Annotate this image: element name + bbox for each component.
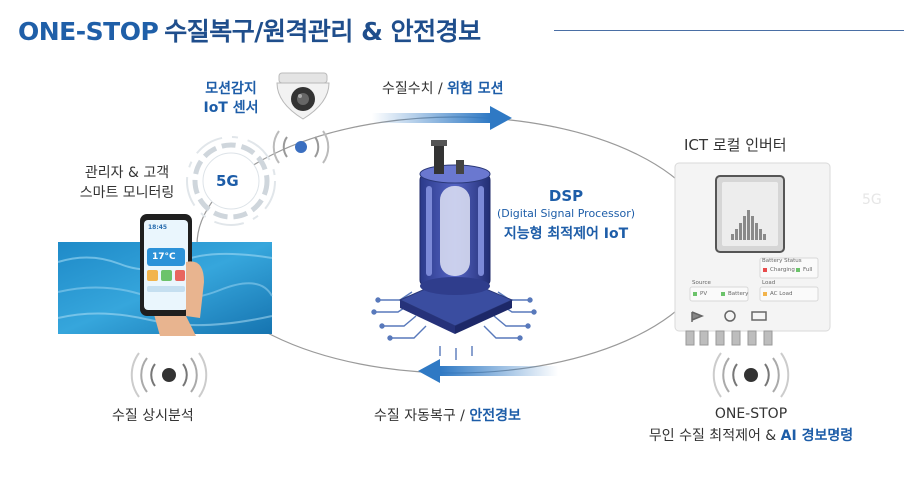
dsp-label-line3: 지능형 최적제어 IoT: [503, 226, 629, 242]
camera-label-line2: IoT 센서: [203, 100, 259, 116]
inverter-charging: Charging: [770, 267, 795, 273]
arrow-top-label-part1: 수질수치 /: [382, 81, 448, 97]
monitor-label-line1: 관리자 & 고객: [84, 165, 170, 181]
bottom-right-label: ONE-STOP 무인 수질 최적제어 & AI 경보명령: [626, 403, 876, 447]
inverter-load: Load: [762, 280, 776, 286]
camera-signal-icon: [272, 130, 330, 164]
dsp-label: DSP (Digital Signal Processor) 지능형 최적제어 …: [488, 187, 644, 243]
dsp-device-icon: [398, 140, 514, 334]
ghost-network-badge: 5G: [862, 192, 882, 208]
network-badge: 5G: [216, 172, 239, 190]
arrow-top: [372, 106, 512, 130]
monitor-label: 관리자 & 고객 스마트 모니터링: [64, 163, 190, 203]
smartphone-icon: [140, 214, 204, 336]
inverter-device: [674, 162, 831, 346]
arrow-bottom-label: 수질 자동복구 / 안전경보: [374, 405, 521, 425]
arrow-top-label: 수질수치 / 위험 모션: [382, 78, 504, 98]
bottom-right-line2-part2: AI 경보명령: [780, 428, 854, 444]
bottom-right-line1: ONE-STOP: [714, 406, 788, 422]
inverter-full: Full: [803, 267, 813, 273]
camera-label: 모션감지 IoT 센서: [196, 80, 266, 118]
phone-temp: 17°C: [152, 252, 176, 262]
inverter-ac-load: AC Load: [770, 291, 793, 297]
controller-signal-icon: [712, 352, 790, 398]
dsp-label-line1: DSP: [548, 187, 584, 205]
inverter-pv: PV: [700, 291, 708, 297]
inverter-source: Source: [692, 280, 711, 286]
title-text: 수질복구/원격관리 & 안전경보: [164, 17, 481, 46]
dsp-label-line2: (Digital Signal Processor): [496, 207, 636, 220]
sensor-signal-icon: [130, 352, 208, 398]
arrow-bottom: [418, 359, 558, 383]
arrow-bottom-label-part1: 수질 자동복구 /: [374, 408, 470, 424]
arrow-top-label-part2: 위험 모션: [447, 81, 504, 97]
camera-icon: [276, 72, 330, 120]
circuit-board: [371, 291, 537, 360]
arrow-bottom-label-part2: 안전경보: [469, 408, 521, 424]
camera-label-line1: 모션감지: [205, 81, 257, 97]
inverter-title: ICT 로컬 인버터: [684, 136, 787, 154]
monitor-label-line2: 스마트 모니터링: [79, 185, 175, 201]
title-divider: [554, 30, 904, 31]
title-brand: ONE-STOP: [18, 17, 159, 46]
inverter-battery: Battery: [728, 291, 749, 297]
network-ring: [186, 136, 276, 226]
phone-time: 18:45: [148, 224, 168, 231]
inverter-battery-status: Battery Status: [762, 258, 802, 264]
bottom-right-line2-part1: 무인 수질 최적제어 &: [648, 428, 781, 444]
bottom-right-line2: 무인 수질 최적제어 & AI 경보명령: [626, 425, 876, 447]
bottom-left-label: 수질 상시분석: [112, 408, 194, 424]
